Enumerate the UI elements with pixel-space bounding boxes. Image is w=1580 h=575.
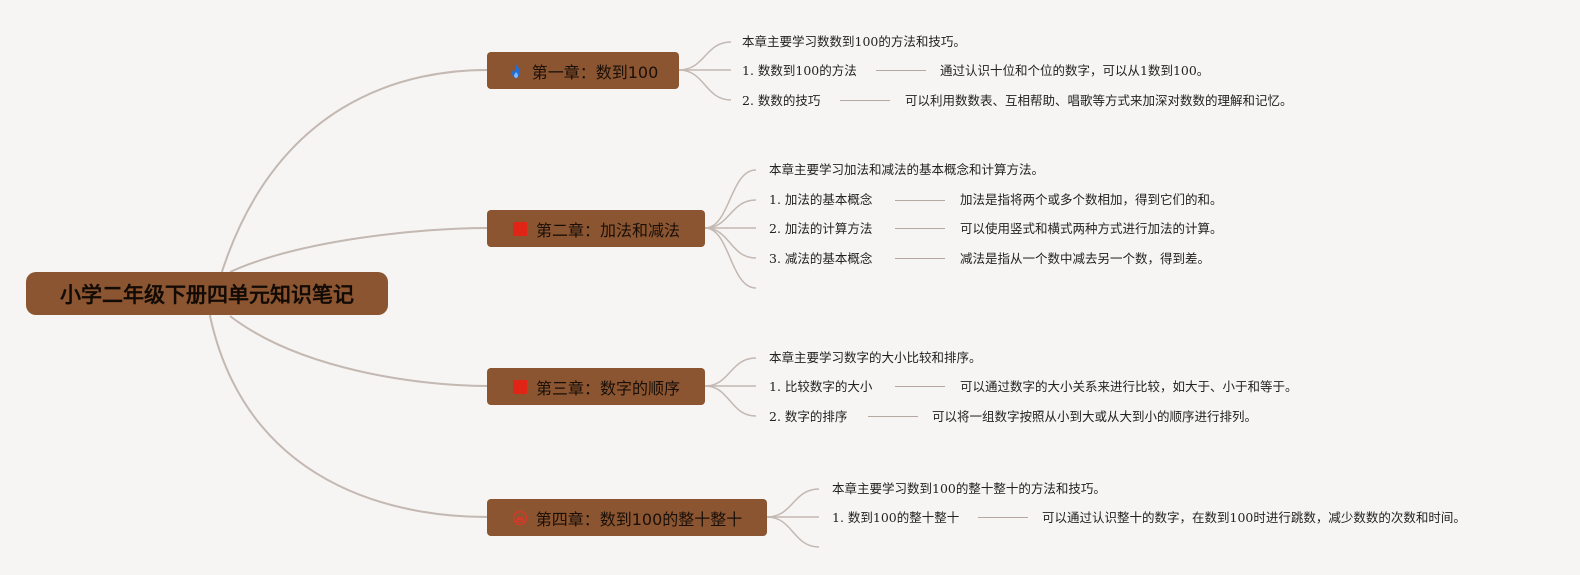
chapter-2-item-1-dash — [895, 200, 945, 201]
ch2-branch-summary — [704, 169, 757, 229]
ch2-branch-4 — [704, 227, 757, 289]
chapter-2-item-3-desc: 减法是指从一个数中减去另一个数，得到差。 — [960, 251, 1211, 266]
chapter-4-item-1-dash — [978, 517, 1028, 518]
chapter-1-item-1-dash — [876, 70, 926, 71]
chapter-2-summary: 本章主要学习加法和减法的基本概念和计算方法。 — [769, 162, 1045, 177]
chapter-2-item-1-label: 1. 加法的基本概念 — [769, 192, 873, 207]
root-link-3 — [229, 315, 488, 387]
chapter-1-item-1-desc: 通过认识十位和个位的数字，可以从1数到100。 — [940, 63, 1210, 78]
chapter-2-item-1-desc: 加法是指将两个或多个数相加，得到它们的和。 — [960, 192, 1223, 207]
chapter-1-item-1-label: 1. 数数到100的方法 — [742, 63, 857, 78]
chapter-4-title: 第四章：数到100的整十整十 — [535, 509, 743, 529]
chapter-3-summary: 本章主要学习数字的大小比较和排序。 — [769, 350, 982, 365]
root-link-4 — [209, 315, 488, 518]
ch1-branch-2 — [678, 69, 732, 101]
chapter-2-item-3-dash — [895, 258, 945, 259]
chapter-1-title: 第一章：数到100 — [531, 62, 659, 82]
chapter-2-item-2-label: 2. 加法的计算方法 — [769, 221, 873, 236]
chapter-2-node[interactable]: 第二章：加法和减法 — [487, 210, 705, 247]
chapter-3-item-2-dash — [868, 416, 918, 417]
chapter-1-node[interactable]: 第一章：数到100 — [487, 52, 679, 89]
chapter-3-node[interactable]: 第三章：数字的顺序 — [487, 368, 705, 405]
root-link-1 — [209, 69, 488, 317]
red-square-icon — [512, 221, 527, 236]
chapter-1-summary: 本章主要学习数数到100的方法和技巧。 — [742, 34, 966, 49]
sunrise-icon — [512, 510, 527, 525]
red-square-icon — [512, 379, 527, 394]
chapter-3-item-1-desc: 可以通过数字的大小关系来进行比较，如大于、小于和等于。 — [960, 379, 1298, 394]
chapter-3-item-1-label: 1. 比较数字的大小 — [769, 379, 873, 394]
chapter-2-item-2-dash — [895, 228, 945, 229]
chapter-1-item-2-dash — [840, 100, 890, 101]
fire-icon — [511, 63, 520, 78]
ch4-branch-2 — [766, 516, 820, 548]
ch1-branch-summary — [678, 41, 732, 71]
chapter-3-item-2-desc: 可以将一组数字按照从小到大或从大到小的顺序进行排列。 — [932, 409, 1258, 424]
chapter-3-item-1-dash — [895, 386, 945, 387]
chapter-2-item-2-desc: 可以使用竖式和横式两种方式进行加法的计算。 — [960, 221, 1223, 236]
chapter-3-title: 第三章：数字的顺序 — [535, 378, 680, 398]
chapter-1-item-2-desc: 可以利用数数表、互相帮助、唱歌等方式来加深对数数的理解和记忆。 — [905, 93, 1293, 108]
chapter-2-item-3-label: 3. 减法的基本概念 — [769, 251, 873, 266]
root-link-2 — [229, 227, 488, 273]
chapter-4-node[interactable]: 第四章：数到100的整十整十 — [487, 499, 767, 536]
chapter-4-item-1-label: 1. 数到100的整十整十 — [832, 510, 960, 525]
ch2-branch-1 — [704, 199, 757, 229]
chapter-1-item-2-label: 2. 数数的技巧 — [742, 93, 821, 108]
chapter-4-summary: 本章主要学习数到100的整十整十的方法和技巧。 — [832, 481, 1106, 496]
ch2-branch-3 — [704, 227, 757, 259]
ch3-branch-2 — [704, 385, 757, 417]
ch4-branch-summary — [766, 488, 820, 518]
root-title: 小学二年级下册四单元知识笔记 — [60, 282, 354, 307]
chapter-3-item-2-label: 2. 数字的排序 — [769, 409, 848, 424]
root-node[interactable]: 小学二年级下册四单元知识笔记 — [26, 272, 388, 315]
chapter-2-title: 第二章：加法和减法 — [535, 220, 680, 240]
chapter-4-item-1-desc: 可以通过认识整十的数字，在数到100时进行跳数，减少数数的次数和时间。 — [1042, 510, 1466, 525]
ch3-branch-summary — [704, 357, 757, 387]
